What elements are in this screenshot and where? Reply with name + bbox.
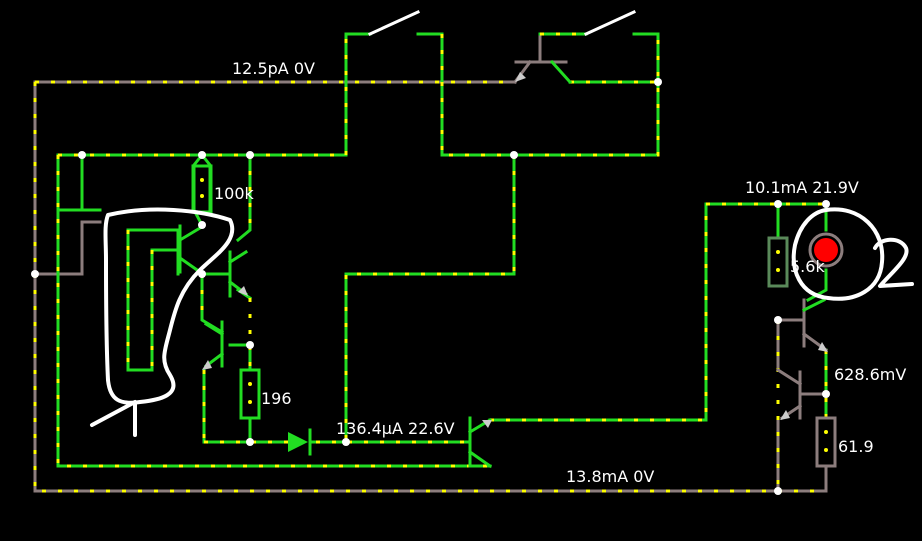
handwritten-digit-2 xyxy=(873,237,914,288)
scribble-lamp-circle xyxy=(791,207,885,301)
left-short-wire[interactable] xyxy=(33,220,102,276)
switch-right-feed[interactable] xyxy=(632,32,660,84)
junction-nodes xyxy=(31,78,830,495)
diode[interactable] xyxy=(288,428,312,456)
resistor-100k[interactable] xyxy=(191,164,213,214)
label-right-branch: 10.1mA 21.9V xyxy=(745,178,859,197)
resistor-61-9[interactable] xyxy=(815,416,837,468)
right-transistor-upper[interactable] xyxy=(776,297,829,353)
label-diode-node: 136.4µA 22.6V xyxy=(336,419,455,438)
inner-loop-wires[interactable] xyxy=(126,228,180,372)
resistor-196[interactable] xyxy=(239,368,261,420)
transistor-left-b[interactable] xyxy=(227,249,249,298)
current-dots xyxy=(33,32,828,493)
transistor-chain-wire[interactable] xyxy=(58,153,102,212)
top-pnp-transistor[interactable] xyxy=(512,59,573,85)
npn-collector-wire[interactable] xyxy=(488,202,828,422)
resistor-5k6[interactable] xyxy=(767,236,789,288)
bottom-npn-transistor[interactable] xyxy=(467,416,493,469)
label-resistor-100k: 100k xyxy=(214,184,255,203)
lamp[interactable] xyxy=(808,232,844,268)
left-inner-wire[interactable] xyxy=(56,153,492,468)
transistor-left-c[interactable] xyxy=(202,320,225,370)
switch-left[interactable] xyxy=(368,10,420,36)
label-emitter-voltage: 628.6mV xyxy=(834,365,906,384)
label-resistor-61-9: 61.9 xyxy=(838,437,874,456)
scribble-tail xyxy=(90,400,137,437)
label-bottom-wire: 13.8mA 0V xyxy=(566,467,654,486)
label-resistor-5k6: 5.6k xyxy=(790,257,825,276)
ground-right-wire[interactable] xyxy=(776,464,828,493)
label-resistor-196: 196 xyxy=(261,389,292,408)
center-vertical-wire[interactable] xyxy=(344,153,516,444)
left-outer-wire[interactable] xyxy=(33,80,780,493)
switch-left-out[interactable] xyxy=(416,32,660,157)
switch-left-feed[interactable] xyxy=(344,32,372,157)
lamp-bottom-wire[interactable] xyxy=(805,268,828,303)
switch-right[interactable] xyxy=(584,10,636,36)
scribble-outline-left xyxy=(103,207,235,405)
transistor-left-a[interactable] xyxy=(177,224,203,275)
handwritten-annotations xyxy=(90,207,914,437)
label-top-wire: 12.5pA 0V xyxy=(232,59,315,78)
right-transistor-lower[interactable] xyxy=(775,367,828,421)
